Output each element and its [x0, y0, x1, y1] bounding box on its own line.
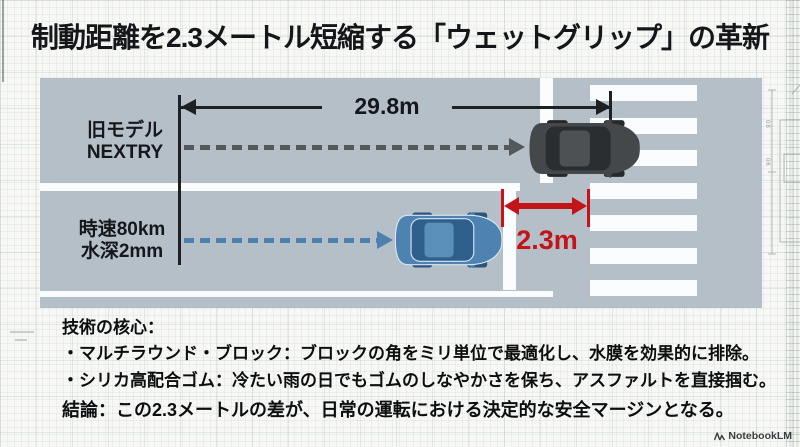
gap-arrowhead-right-icon: [572, 197, 587, 215]
distance-end-tick: [609, 91, 612, 141]
gap-arrowhead-left-icon: [504, 197, 519, 215]
road-diagram: 29.8m 旧モデル NEXTRY 時速80km 水深2mm: [40, 78, 762, 308]
summary-bullet: ・マルチラウンド・ブロック：ブロックの角をミリ単位で最適化し、水膜を効果的に排除…: [62, 344, 759, 363]
travel-path-new-arrow: [184, 238, 377, 243]
summary-heading: 技術の核心：: [62, 318, 164, 337]
summary-conclusion: 結論：この2.3メートルの差が、日常の運転における決定的な安全マージンとなる。: [62, 400, 734, 420]
braking-start-line: [178, 95, 181, 265]
summary-bullet: ・シリカ高配合ゴム：冷たい雨の日でもゴムのしなやかさを保ち、アスファルトを直接掴…: [62, 371, 776, 390]
new-model-car-icon: [394, 212, 503, 268]
blueprint-dimension-mark: 08: [764, 120, 770, 129]
blueprint-edge-line: [2, 0, 4, 82]
notebooklm-logo-icon: [714, 431, 726, 440]
gap-measure-line: [518, 203, 573, 209]
branding: NotebookLM: [714, 430, 792, 442]
test-condition-label: 時速80km 水深2mm: [78, 219, 166, 262]
old-model-car-icon: [529, 119, 640, 178]
gap-distance-value: 2.3m: [516, 225, 578, 255]
arrowhead-right-icon: [596, 99, 611, 115]
lane-divider-line: [40, 183, 520, 191]
road-edge-line: [40, 291, 553, 297]
page-title: 制動距離を2.3メートル短縮する「ウェットグリップ」の革新: [31, 22, 770, 53]
gap-tick-right: [587, 189, 590, 227]
blueprint-edge-grid: [786, 0, 800, 447]
travel-path-old-arrowhead-icon: [509, 138, 525, 156]
branding-text: NotebookLM: [728, 430, 792, 442]
blueprint-dimension-mark: 06: [764, 158, 770, 167]
blueprint-tick-marks: [10, 331, 34, 341]
gap-tick-left: [501, 189, 504, 227]
blueprint-drawing: [768, 84, 800, 255]
travel-path-old-arrow: [184, 145, 509, 150]
travel-path-new-arrowhead-icon: [377, 231, 393, 249]
old-distance-value: 29.8m: [322, 89, 452, 123]
old-model-label: 旧モデル NEXTRY: [86, 120, 164, 163]
technical-summary: 技術の核心： ・マルチラウンド・ブロック：ブロックの角をミリ単位で最適化し、水膜…: [62, 316, 792, 424]
arrowhead-left-icon: [181, 99, 196, 115]
